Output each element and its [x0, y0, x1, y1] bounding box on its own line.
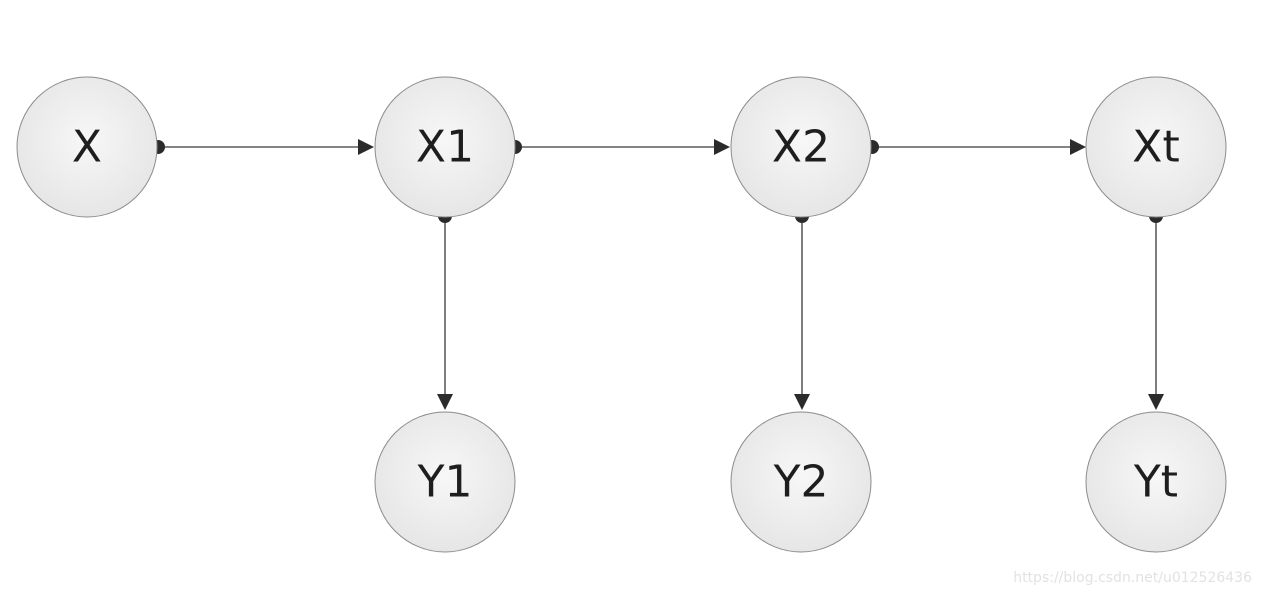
node-label: X [72, 122, 102, 173]
node-yt: Yt [1085, 411, 1227, 553]
edge-xt-to-yt [1148, 209, 1164, 410]
arrowhead-icon [794, 394, 810, 410]
edge-x1-to-y1 [437, 209, 453, 410]
arrowhead-icon [714, 139, 730, 155]
edge-x2-to-y2 [794, 209, 810, 410]
node-label: Xt [1132, 122, 1179, 173]
node-label: X1 [416, 122, 474, 173]
arrowhead-icon [1070, 139, 1086, 155]
watermark-text: https://blog.csdn.net/u012526436 [1013, 570, 1252, 586]
edge-x2-to-xt [865, 139, 1086, 155]
edge-x-to-x1 [151, 139, 374, 155]
arrowhead-icon [437, 394, 453, 410]
node-x1: X1 [374, 76, 516, 218]
arrowhead-icon [1148, 394, 1164, 410]
node-label: Y1 [417, 457, 473, 508]
node-y1: Y1 [374, 411, 516, 553]
node-x2: X2 [730, 76, 872, 218]
node-y2: Y2 [730, 411, 872, 553]
node-xt: Xt [1085, 76, 1227, 218]
node-label: Y2 [773, 457, 829, 508]
node-label: Yt [1133, 457, 1178, 508]
node-x: X [16, 76, 158, 218]
node-label: X2 [772, 122, 830, 173]
edge-x1-to-x2 [508, 139, 730, 155]
arrowhead-icon [358, 139, 374, 155]
